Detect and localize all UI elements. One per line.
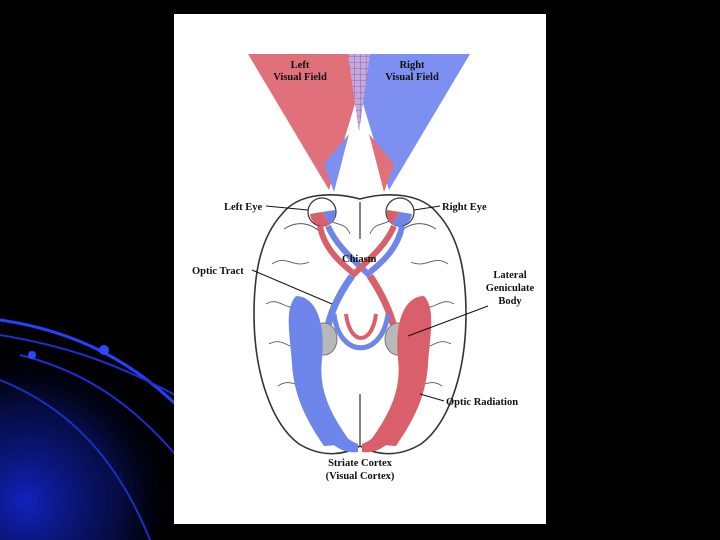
label-striate-cortex-line2: (Visual Cortex) xyxy=(326,471,395,482)
swoosh-dot xyxy=(28,351,36,359)
label-lgb-line3: Body xyxy=(498,296,522,307)
label-lgb-line2: Geniculate xyxy=(486,283,535,294)
label-left-visual-field-line1: Left xyxy=(291,60,310,71)
label-optic-radiation: Optic Radiation xyxy=(446,397,518,408)
optic-nerve-right-red xyxy=(349,224,397,279)
label-left-eye: Left Eye xyxy=(224,202,263,213)
left-eye-retina-blue xyxy=(322,210,336,224)
optic-nerve-left-blue xyxy=(325,224,373,279)
diagram-card: Left Visual Field Right Visual Field Lef… xyxy=(174,14,546,524)
optic-nerve-right-blue xyxy=(368,225,405,275)
tract-loop xyxy=(331,313,391,351)
visual-pathway-diagram: Left Visual Field Right Visual Field Lef… xyxy=(192,54,535,482)
left-eye-retina-red xyxy=(310,212,330,227)
label-lgb-line1: Lateral xyxy=(493,270,526,281)
right-eye-retina-red xyxy=(386,210,400,224)
label-optic-tract: Optic Tract xyxy=(192,266,244,277)
binocular-overlap-field xyxy=(348,54,370,132)
right-eye-retina-blue xyxy=(392,212,412,227)
right-visual-field xyxy=(348,54,470,190)
label-right-eye: Right Eye xyxy=(442,202,487,213)
optic-radiation-left xyxy=(288,296,352,446)
optic-nerve-left-red xyxy=(317,225,354,275)
label-left-visual-field-line2: Visual Field xyxy=(273,72,327,83)
leader-optic-tract xyxy=(251,269,333,305)
label-striate-cortex-line1: Striate Cortex xyxy=(328,458,393,469)
leader-optic-radiation xyxy=(419,393,445,402)
swoosh-dot xyxy=(99,345,109,355)
label-right-visual-field-line1: Right xyxy=(399,60,425,71)
left-field-blue-wedge xyxy=(324,134,349,192)
leader-lgb xyxy=(407,305,489,337)
leader-right-eye xyxy=(413,205,441,211)
leader-left-eye xyxy=(265,205,309,211)
right-field-red-wedge xyxy=(369,134,394,192)
tract-loop-red xyxy=(344,313,378,340)
swoosh-line xyxy=(0,334,176,396)
left-visual-field xyxy=(248,54,370,190)
striate-cortex-left xyxy=(319,414,358,453)
label-chiasm: Chiasm xyxy=(342,254,377,265)
swoosh-line xyxy=(19,354,181,461)
swoosh-line xyxy=(0,379,151,540)
striate-cortex-right xyxy=(362,414,401,453)
label-right-visual-field-line2: Visual Field xyxy=(385,72,439,83)
